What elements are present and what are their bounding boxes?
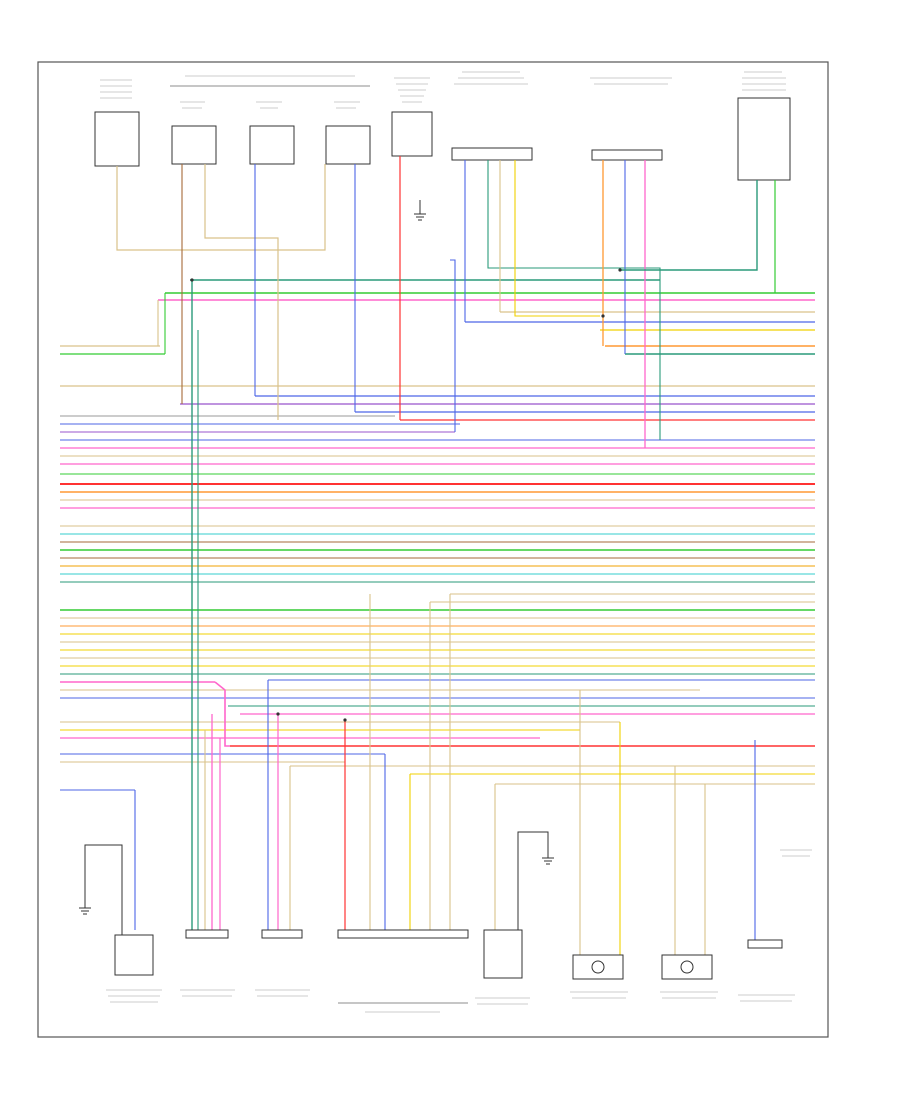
top-module-right <box>737 97 791 181</box>
wire-v <box>487 160 661 440</box>
splice-points <box>190 268 622 722</box>
wire-v <box>214 681 230 747</box>
top-sensor-connector-1 <box>451 147 533 161</box>
bottom-connector-3 <box>337 929 469 939</box>
top-motor-connector-1 <box>171 125 217 165</box>
bottom-connector-2 <box>261 929 303 939</box>
motor-icon <box>680 960 694 974</box>
vertical-wires <box>84 156 776 955</box>
bottom-module-center <box>483 929 523 979</box>
diagram-frame <box>37 61 829 1038</box>
bottom-connector-right <box>747 939 783 949</box>
ground-icon <box>414 200 426 221</box>
wire-v <box>84 844 123 935</box>
top-motor-connector-2 <box>249 125 295 165</box>
ground-symbols <box>79 200 554 915</box>
wire-v <box>450 259 456 432</box>
ground-icon <box>79 900 91 915</box>
motor-icon <box>591 960 605 974</box>
top-sensor-connector-2 <box>591 149 663 161</box>
ground-icon <box>542 850 554 865</box>
bottom-connector-1 <box>185 929 229 939</box>
wire-v <box>116 164 326 251</box>
wire-v <box>514 160 600 317</box>
top-module-center <box>391 111 433 157</box>
wire-v <box>620 180 758 271</box>
top-components <box>94 71 791 181</box>
bottom-components <box>106 849 812 1013</box>
wire-v <box>204 164 279 420</box>
wire-v <box>517 831 549 930</box>
top-module-left <box>94 111 140 167</box>
bottom-module-left <box>114 934 154 976</box>
wire-bus <box>60 279 815 791</box>
top-motor-connector-3 <box>325 125 371 165</box>
